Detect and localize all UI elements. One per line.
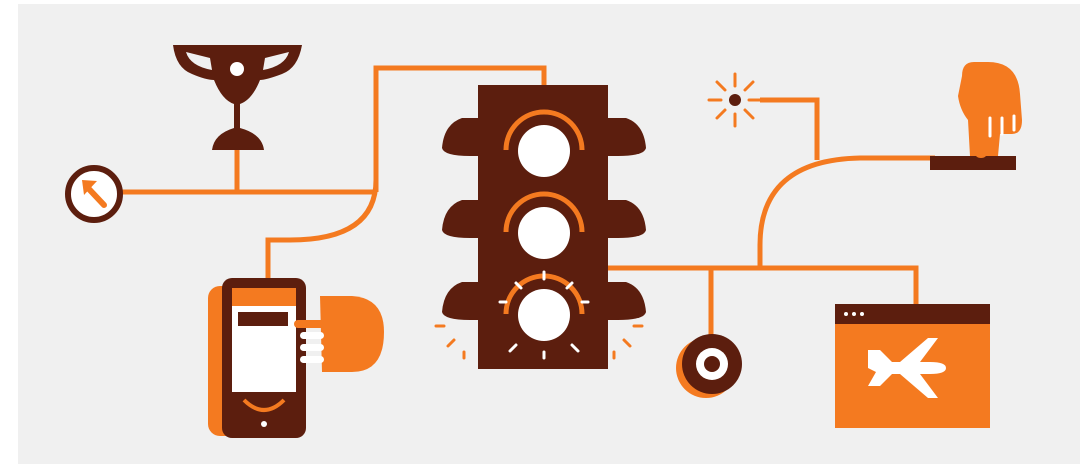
window-title-bar [835,304,990,324]
lamp-bottom [518,289,570,341]
airplane-browser-window-icon [835,304,990,428]
smartphone-icon [208,278,306,438]
sparkle-icon [709,74,761,126]
lamp-top [518,125,570,177]
press-button-base [930,156,1016,170]
lamp-middle [518,207,570,259]
clock-dial-icon [68,168,120,220]
